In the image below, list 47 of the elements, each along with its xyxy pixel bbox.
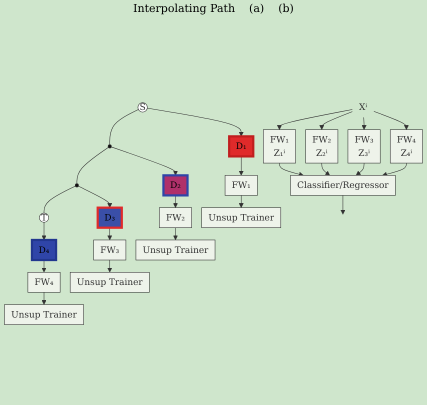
arrow [356,162,364,176]
arrow [321,162,330,176]
node-box: Unsup Trainer [4,304,84,325]
node-box: Unsup Trainer [201,207,282,228]
arrow [107,260,112,272]
node-box: FW₂ Z₂ⁱ [305,129,338,164]
arrow [238,156,244,176]
arrow [374,111,409,130]
node-box: FW₂ [159,207,192,228]
node-box: FW₄ [28,272,60,293]
arrow [362,117,367,130]
node-circle: T [39,212,49,223]
node-circle: S [138,102,148,112]
node-box: FW₁ Z₁ⁱ [263,129,296,164]
node-circle [108,144,112,148]
arrow [340,195,346,215]
node-box: FW₃ Z₃ⁱ [348,129,380,164]
arrow [147,108,244,137]
connector [76,147,109,184]
arrow [78,186,112,208]
node-box: D₃ [96,206,123,229]
arrow [279,162,304,177]
arrow [42,292,46,305]
node-box: Unsup Trainer [70,272,150,293]
node-box: D₁ [228,135,254,158]
connector [44,186,76,214]
arrow [238,195,244,208]
node-circle [74,183,79,188]
caption-label: (a) [249,2,264,15]
connector [109,109,139,145]
node-box: Unsup Trainer [136,240,216,260]
caption-label: Interpolating Path [133,2,236,15]
node-box: D₂ [162,174,189,197]
node-box: Classifier/Regressor [290,175,396,196]
node-box: FW₄ Z₄ⁱ [390,129,423,164]
arrow [276,109,353,130]
arrow [111,146,178,176]
caption-label: (b) [278,2,294,15]
node-text: Xⁱ [359,102,368,112]
node-box: FW₁ [224,175,258,196]
arrow [173,227,178,240]
node-box: D₄ [30,238,58,262]
arrow [42,222,46,240]
node-box: FW₃ [93,240,126,260]
arrow [319,111,353,130]
arrow [42,260,46,272]
arrow [382,162,407,177]
